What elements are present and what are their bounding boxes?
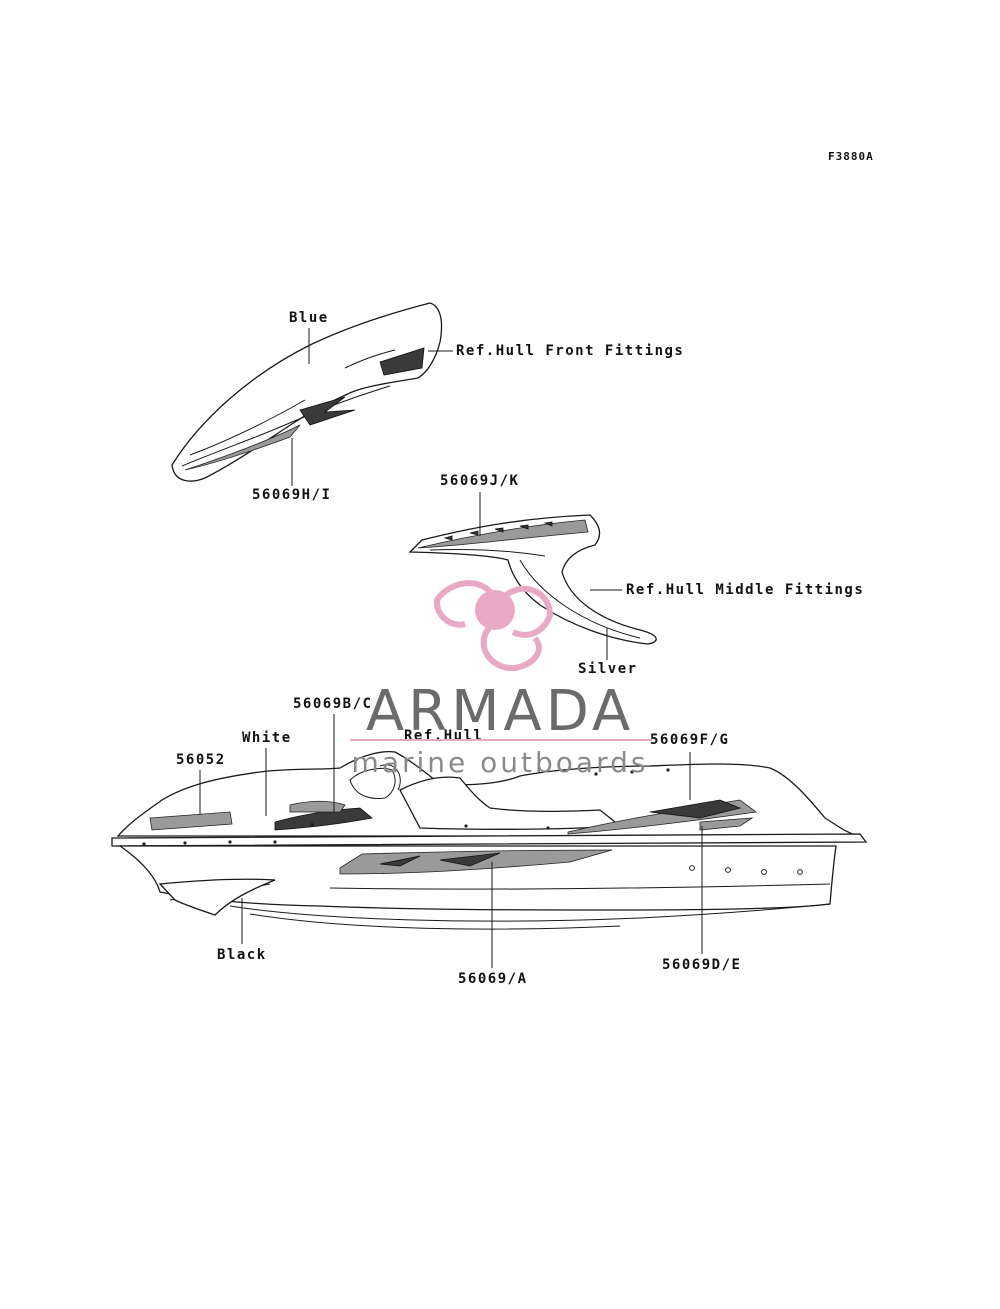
label-ref-front-fittings: Ref.Hull Front Fittings [456, 343, 684, 359]
label-part-56069hi: 56069H/I [252, 487, 331, 503]
label-part-56069a: 56069/A [458, 971, 528, 987]
propeller-icon [433, 580, 554, 672]
label-silver: Silver [578, 661, 638, 677]
label-black: Black [217, 947, 267, 963]
figure-code: F3880A [828, 150, 874, 163]
watermark-title: ARMADA [366, 679, 634, 744]
watermark: ARMADA marine outboards [350, 580, 652, 779]
label-part-56069bc: 56069B/C [293, 696, 372, 712]
label-blue: Blue [289, 310, 329, 326]
label-white: White [242, 730, 292, 746]
hull-part [111, 750, 868, 930]
front-hood-part [171, 302, 443, 482]
label-part-56069de: 56069D/E [662, 957, 741, 973]
label-part-56069jk: 56069J/K [440, 473, 519, 489]
label-ref-middle-fittings: Ref.Hull Middle Fittings [626, 582, 864, 598]
watermark-subtitle: marine outboards [352, 746, 649, 779]
label-part-56069fg: 56069F/G [650, 732, 729, 748]
label-part-56052: 56052 [176, 752, 226, 768]
middle-fitting-part [408, 514, 657, 645]
